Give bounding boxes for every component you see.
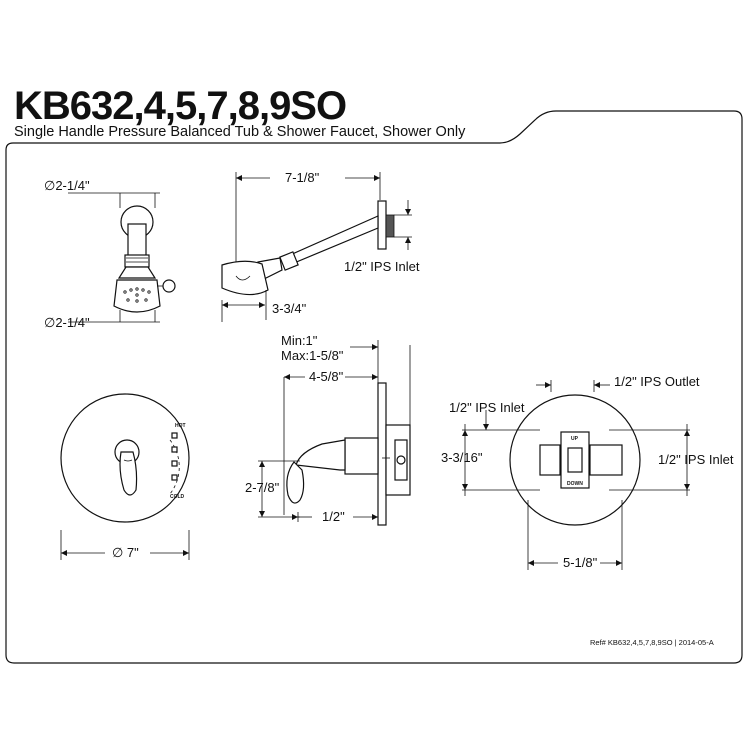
min-wall-label: Min:1" bbox=[281, 333, 318, 348]
showerhead-side-view bbox=[221, 172, 412, 322]
reference-number: Ref# KB632,4,5,7,8,9SO | 2014-05-A bbox=[590, 638, 714, 647]
showerarm-drop-dim: 3-3/4" bbox=[272, 301, 307, 316]
cold-label: COLD bbox=[170, 494, 185, 500]
showerhead-top-diameter: ∅2-1/4" bbox=[44, 178, 90, 193]
showerarm-inlet-label: 1/2" IPS Inlet bbox=[344, 259, 420, 274]
max-wall-label: Max:1-5/8" bbox=[281, 348, 344, 363]
model-number: KB632,4,5,7,8,9SO bbox=[14, 84, 347, 128]
valve-depth-dim: 4-5/8" bbox=[309, 369, 344, 384]
valve-outlet-label: 1/2" IPS Outlet bbox=[614, 374, 700, 389]
dimension-arrows bbox=[61, 175, 690, 566]
valve-offset-dim: 1/2" bbox=[322, 509, 345, 524]
valve-front-view bbox=[60, 393, 190, 560]
down-label: DOWN bbox=[567, 481, 583, 487]
valve-side-view bbox=[258, 340, 411, 526]
showerhead-front-view bbox=[68, 192, 176, 323]
product-description: Single Handle Pressure Balanced Tub & Sh… bbox=[14, 124, 466, 140]
valve-rough-height-dim: 3-3/16" bbox=[441, 450, 483, 465]
valve-height-dim: 2-7/8" bbox=[245, 480, 280, 495]
hot-label: HOT bbox=[175, 423, 186, 429]
showerhead-bottom-diameter: ∅2-1/4" bbox=[44, 315, 90, 330]
valve-inlet-right-label: 1/2" IPS Inlet bbox=[658, 452, 734, 467]
up-label: UP bbox=[571, 436, 579, 442]
showerarm-length-dim: 7-1/8" bbox=[285, 170, 320, 185]
valve-inlet-left-label: 1/2" IPS Inlet bbox=[449, 400, 525, 415]
valve-rough-width-dim: 5-1/8" bbox=[563, 555, 598, 570]
valve-diameter-dim: ∅ 7" bbox=[112, 545, 139, 560]
drawing-frame bbox=[5, 110, 743, 664]
